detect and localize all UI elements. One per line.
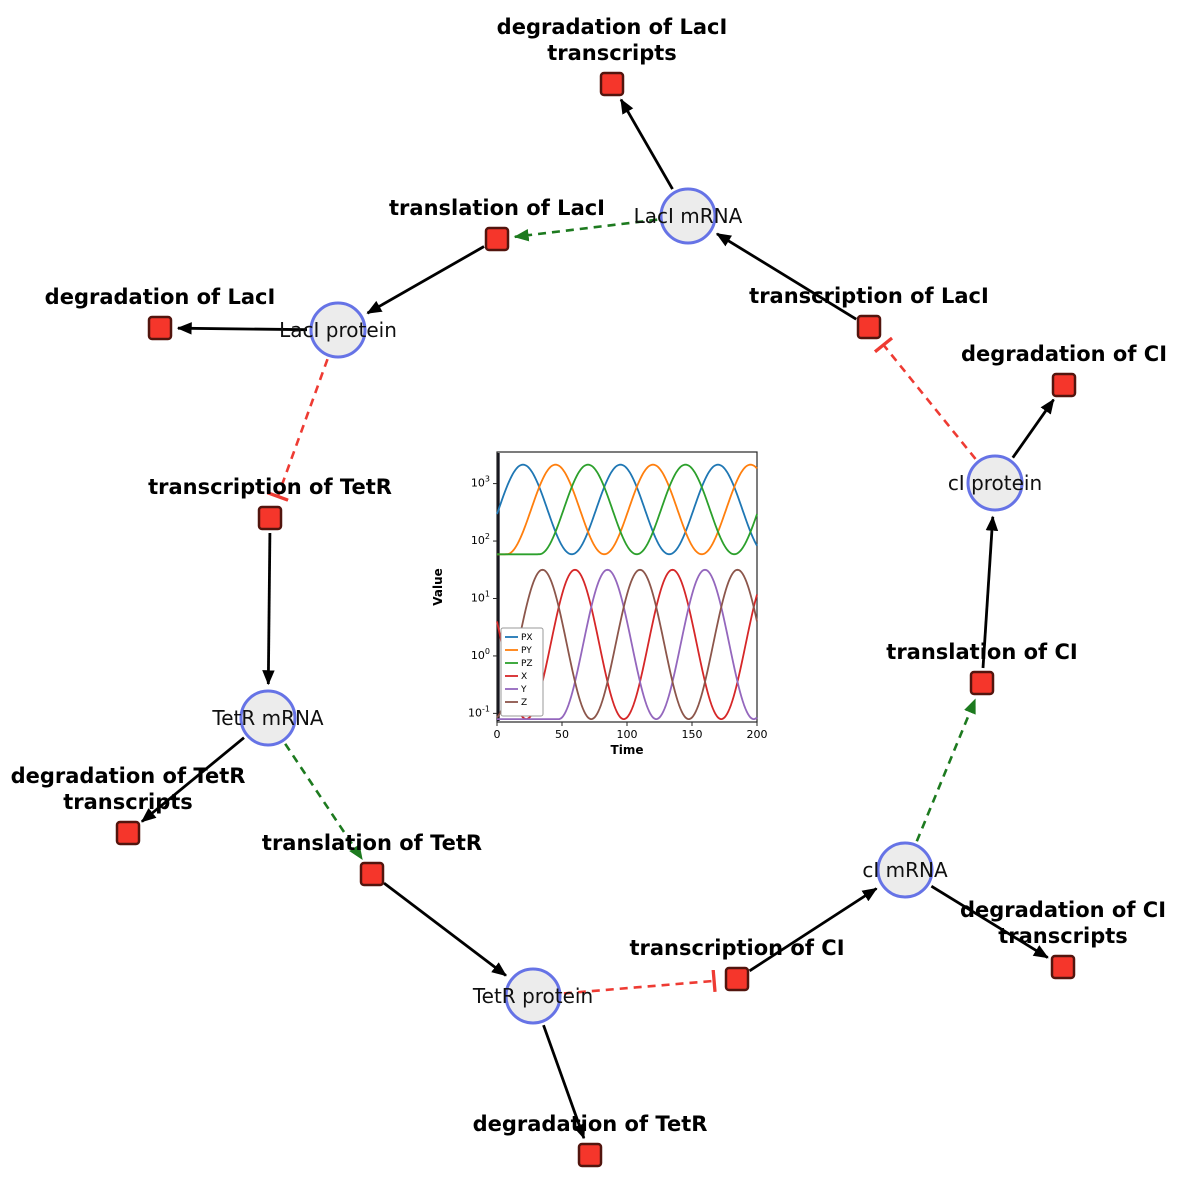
reaction-node-transl-laci bbox=[484, 226, 510, 252]
y-tick-label: 103 bbox=[471, 475, 490, 490]
label-tetr-prot: TetR protein bbox=[472, 984, 593, 1008]
edge-laci-mrna-deg-laci-tx bbox=[619, 98, 674, 190]
reaction-node-deg-tetr bbox=[577, 1142, 603, 1168]
edge-ci-mrna-deg-ci-tx bbox=[930, 885, 1049, 959]
edges-layer bbox=[140, 98, 1055, 1140]
reaction-node-transl-tetr bbox=[359, 861, 385, 887]
legend-label-y: Y bbox=[520, 685, 527, 695]
edge-laci-prot-deg-laci bbox=[176, 322, 308, 335]
label-deg-ci-tx-line1: degradation of CI bbox=[960, 898, 1166, 922]
y-tick-exponent: -1 bbox=[482, 704, 490, 713]
y-tick-label: 102 bbox=[471, 532, 490, 547]
label-deg-tetr-line1: degradation of TetR bbox=[473, 1112, 708, 1136]
legend-label-px: PX bbox=[521, 633, 533, 643]
legend-label-z: Z bbox=[521, 698, 527, 708]
label-transc-laci-line1: transcription of LacI bbox=[749, 284, 989, 308]
y-tick-label: 101 bbox=[471, 589, 490, 604]
edge-transc-ci-ci-mrna bbox=[748, 887, 878, 972]
reaction-node-deg-laci-tx bbox=[599, 71, 625, 97]
species-node-tetr-mrna bbox=[239, 689, 297, 747]
x-axis-label: Time bbox=[611, 743, 644, 757]
label-deg-ci-tx-line2: transcripts bbox=[998, 924, 1128, 948]
edge-ci-prot-transc-laci bbox=[873, 336, 977, 460]
x-tick-label: 150 bbox=[682, 728, 703, 741]
reaction-node-transc-tetr bbox=[257, 505, 283, 531]
label-deg-tetr-tx-line1: degradation of TetR bbox=[11, 764, 246, 788]
edge-transl-tetr-tetr-prot bbox=[383, 881, 507, 977]
series-line-y bbox=[497, 568, 758, 720]
species-node-laci-mrna bbox=[659, 187, 717, 245]
reaction-node-deg-laci bbox=[147, 315, 173, 341]
edge-transl-ci-ci-prot bbox=[981, 515, 999, 669]
species-node-laci-prot bbox=[309, 301, 367, 359]
x-tick-label: 200 bbox=[747, 728, 768, 741]
label-tetr-mrna: TetR mRNA bbox=[211, 706, 324, 730]
edge-tetr-mrna-deg-tetr-tx bbox=[140, 736, 245, 823]
label-ci-prot: cI protein bbox=[948, 471, 1042, 495]
reaction-node-transl-ci bbox=[969, 670, 995, 696]
edge-ci-prot-deg-ci bbox=[1011, 398, 1055, 459]
label-transc-tetr-line1: transcription of TetR bbox=[148, 475, 392, 499]
label-deg-laci-tx-line2: transcripts bbox=[547, 41, 677, 65]
series-line-z bbox=[496, 568, 758, 720]
edge-tetr-prot-transc-ci bbox=[563, 969, 717, 995]
x-tick-label: 50 bbox=[555, 728, 569, 741]
label-laci-mrna: LacI mRNA bbox=[634, 204, 743, 228]
label-transl-tetr-line1: translation of TetR bbox=[262, 831, 482, 855]
legend-label-pz: PZ bbox=[521, 659, 533, 669]
edge-laci-mrna-transl-laci bbox=[513, 218, 658, 242]
legend-label-py: PY bbox=[521, 646, 532, 656]
edge-laci-prot-transc-tetr bbox=[266, 358, 329, 502]
y-axis-label: Value bbox=[431, 568, 445, 606]
reaction-node-deg-ci bbox=[1051, 372, 1077, 398]
reaction-node-deg-tetr-tx bbox=[115, 820, 141, 846]
edge-transc-tetr-tetr-mrna bbox=[262, 532, 275, 686]
y-tick-exponent: 3 bbox=[485, 475, 490, 484]
label-ci-mrna: cI mRNA bbox=[862, 858, 948, 882]
label-deg-laci-line1: degradation of LacI bbox=[45, 285, 276, 309]
series-line-py bbox=[497, 463, 758, 556]
label-transl-laci-line1: translation of LacI bbox=[389, 196, 605, 220]
label-laci-prot: LacI protein bbox=[279, 318, 397, 342]
label-transl-ci-line1: translation of CI bbox=[886, 640, 1077, 664]
y-tick-label: 100 bbox=[471, 647, 490, 662]
label-deg-laci-tx-line1: degradation of LacI bbox=[497, 15, 728, 39]
species-node-ci-mrna bbox=[876, 841, 934, 899]
species-node-ci-prot bbox=[966, 454, 1024, 512]
series-line-pz bbox=[497, 463, 758, 556]
label-transc-ci-line1: transcription of CI bbox=[629, 936, 844, 960]
x-tick-label: 100 bbox=[617, 728, 638, 741]
label-deg-tetr-tx-line2: transcripts bbox=[63, 790, 193, 814]
reaction-node-transc-ci bbox=[724, 966, 750, 992]
x-tick-label: 0 bbox=[494, 728, 501, 741]
nodes-layer bbox=[115, 71, 1077, 1168]
edge-ci-mrna-transl-ci bbox=[915, 698, 977, 842]
species-node-tetr-prot bbox=[504, 967, 562, 1025]
chart-legend: PX PY PZ XYZ bbox=[500, 627, 544, 717]
y-tick-label: 10-1 bbox=[468, 704, 490, 719]
edge-tetr-prot-deg-tetr bbox=[542, 1024, 586, 1140]
edge-transl-laci-laci-prot bbox=[366, 245, 485, 315]
legend-label-x: X bbox=[521, 672, 527, 682]
label-deg-ci-line1: degradation of CI bbox=[961, 342, 1167, 366]
series-line-px bbox=[496, 463, 758, 556]
y-tick-exponent: 1 bbox=[485, 589, 490, 598]
y-tick-exponent: 2 bbox=[485, 532, 490, 541]
y-tick-exponent: 0 bbox=[485, 647, 490, 656]
reaction-node-transc-laci bbox=[856, 314, 882, 340]
edge-transc-laci-laci-mrna bbox=[715, 232, 857, 321]
reaction-node-deg-ci-tx bbox=[1050, 954, 1076, 980]
edge-tetr-mrna-transl-tetr bbox=[284, 743, 364, 861]
